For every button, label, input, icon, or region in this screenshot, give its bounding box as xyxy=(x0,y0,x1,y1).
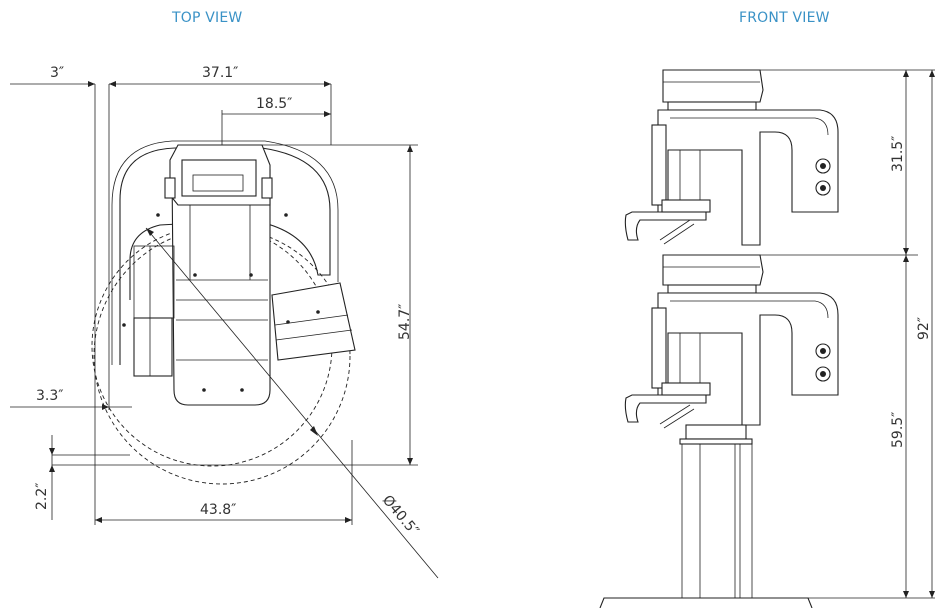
dim-diameter: Ø40.5″ xyxy=(379,492,422,539)
dim-width-bottom: 43.8″ xyxy=(200,502,236,518)
front-view-drawing xyxy=(599,69,935,608)
top-view-title: TOP VIEW xyxy=(172,10,243,26)
dim-bottom-gap: 2.2″ xyxy=(34,483,50,511)
upper-unit xyxy=(624,69,839,246)
front-view-title: FRONT VIEW xyxy=(739,10,830,26)
column xyxy=(599,424,813,608)
dim-left-offset: 3″ xyxy=(50,65,64,81)
lower-unit xyxy=(624,254,839,429)
top-view-drawing xyxy=(10,81,439,579)
dim-half-width: 18.5″ xyxy=(256,96,292,112)
dim-upper-height: 31.5″ xyxy=(890,136,906,172)
dim-width-top: 37.1″ xyxy=(202,65,238,81)
dim-left-gap: 3.3″ xyxy=(36,388,64,404)
dim-lower-height: 59.5″ xyxy=(890,412,906,448)
dim-depth: 54.7″ xyxy=(397,304,413,340)
dim-total-height: 92″ xyxy=(916,317,932,340)
